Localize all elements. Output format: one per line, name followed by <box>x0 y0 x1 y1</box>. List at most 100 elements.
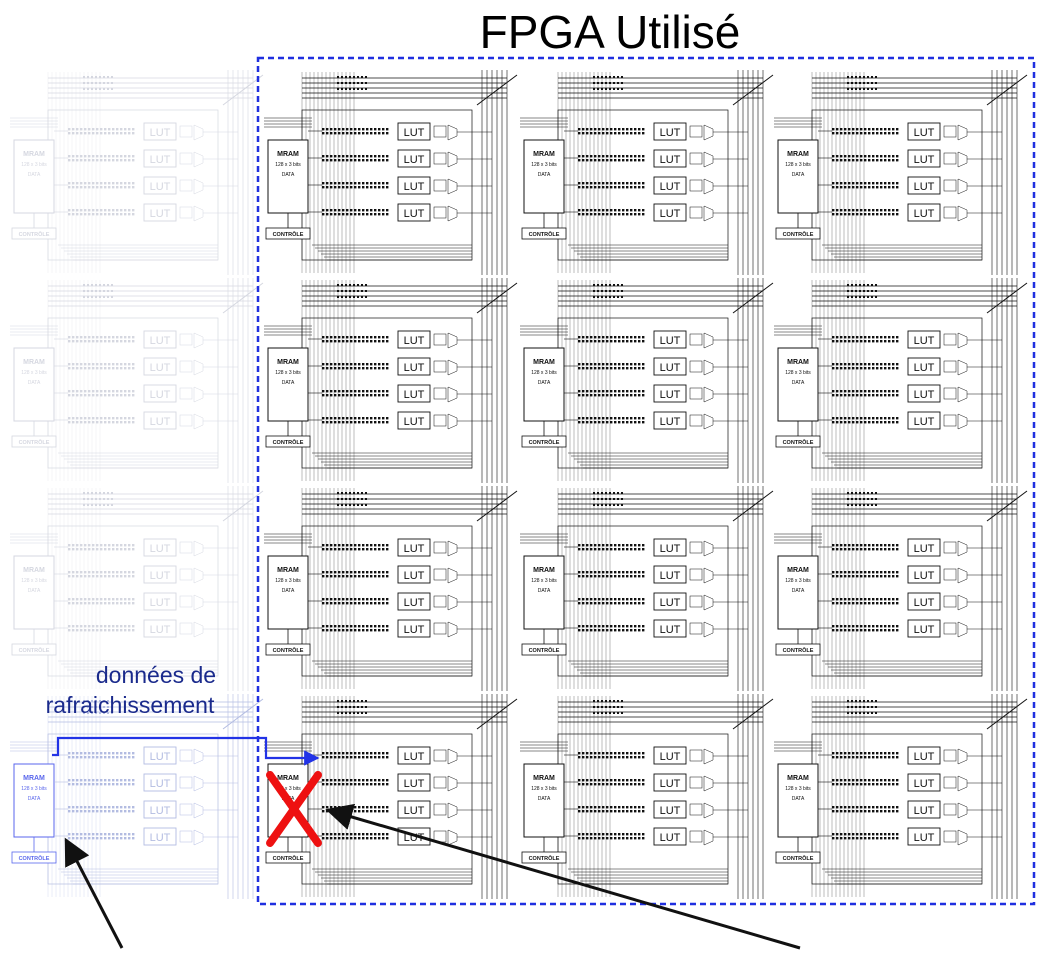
lut-label: LUT <box>150 624 171 636</box>
control-label: CONTRÔLE <box>19 230 50 238</box>
lut-label: LUT <box>660 208 681 220</box>
mram-data: DATA <box>538 380 551 386</box>
lut-label: LUT <box>150 127 171 139</box>
mram-name: MRAM <box>533 567 555 574</box>
spare-pointer-arrow <box>66 840 122 948</box>
diagram-title: FPGA Utilisé <box>480 6 741 58</box>
lut-label: LUT <box>660 570 681 582</box>
lut-label: LUT <box>914 832 935 844</box>
mram-data: DATA <box>538 796 551 802</box>
mram-size: 128 x 3 bits <box>531 578 557 584</box>
lut-label: LUT <box>150 335 171 347</box>
mram-size: 128 x 3 bits <box>785 370 811 376</box>
lut-label: LUT <box>914 543 935 555</box>
mram-size: 128 x 3 bits <box>21 370 47 376</box>
lut-label: LUT <box>660 832 681 844</box>
mram-name: MRAM <box>23 151 45 158</box>
tile-r4-c0: MRAM128 x 3 bitsDATACONTRÔLELUTLUTLUTLUT <box>10 694 263 899</box>
control-label: CONTRÔLE <box>273 854 304 862</box>
mram-name: MRAM <box>787 151 809 158</box>
lut-label: LUT <box>404 805 425 817</box>
mram-name: MRAM <box>277 775 299 782</box>
lut-label: LUT <box>404 416 425 428</box>
lut-label: LUT <box>404 570 425 582</box>
control-label: CONTRÔLE <box>273 438 304 446</box>
mram-data: DATA <box>538 172 551 178</box>
lut-label: LUT <box>404 127 425 139</box>
lut-label: LUT <box>914 751 935 763</box>
lut-label: LUT <box>914 597 935 609</box>
refresh-label-line2: rafraichissement <box>46 692 215 718</box>
tile-r3-c2: MRAM128 x 3 bitsDATACONTRÔLELUTLUTLUTLUT <box>520 486 773 691</box>
lut-label: LUT <box>404 751 425 763</box>
lut-label: LUT <box>150 805 171 817</box>
mram-data: DATA <box>792 796 805 802</box>
lut-label: LUT <box>150 832 171 844</box>
mram-size: 128 x 3 bits <box>785 786 811 792</box>
mram-size: 128 x 3 bits <box>531 162 557 168</box>
mram-name: MRAM <box>23 567 45 574</box>
lut-label: LUT <box>914 362 935 374</box>
lut-label: LUT <box>404 543 425 555</box>
lut-label: LUT <box>404 389 425 401</box>
lut-label: LUT <box>404 335 425 347</box>
mram-name: MRAM <box>533 151 555 158</box>
lut-label: LUT <box>914 181 935 193</box>
lut-label: LUT <box>404 597 425 609</box>
mram-name: MRAM <box>277 359 299 366</box>
mram-size: 128 x 3 bits <box>275 162 301 168</box>
control-label: CONTRÔLE <box>529 646 560 654</box>
mram-name: MRAM <box>23 775 45 782</box>
mram-size: 128 x 3 bits <box>21 162 47 168</box>
lut-label: LUT <box>914 416 935 428</box>
mram-name: MRAM <box>23 359 45 366</box>
mram-size: 128 x 3 bits <box>785 162 811 168</box>
tile-r2-c1: MRAM128 x 3 bitsDATACONTRÔLELUTLUTLUTLUT <box>264 278 517 483</box>
control-label: CONTRÔLE <box>19 646 50 654</box>
mram-name: MRAM <box>787 775 809 782</box>
control-label: CONTRÔLE <box>529 438 560 446</box>
lut-label: LUT <box>914 335 935 347</box>
mram-data: DATA <box>538 588 551 594</box>
lut-label: LUT <box>914 208 935 220</box>
lut-label: LUT <box>150 416 171 428</box>
tile-grid: MRAM128 x 3 bitsDATACONTRÔLELUTLUTLUTLUT… <box>10 70 1027 899</box>
lut-label: LUT <box>660 778 681 790</box>
mram-size: 128 x 3 bits <box>531 370 557 376</box>
mram-data: DATA <box>28 796 41 802</box>
mram-name: MRAM <box>533 359 555 366</box>
mram-name: MRAM <box>277 151 299 158</box>
lut-label: LUT <box>660 335 681 347</box>
lut-label: LUT <box>660 543 681 555</box>
lut-label: LUT <box>150 570 171 582</box>
mram-data: DATA <box>282 380 295 386</box>
mram-size: 128 x 3 bits <box>785 578 811 584</box>
control-label: CONTRÔLE <box>273 646 304 654</box>
lut-label: LUT <box>404 624 425 636</box>
lut-label: LUT <box>914 154 935 166</box>
mram-data: DATA <box>792 380 805 386</box>
lut-label: LUT <box>150 778 171 790</box>
tile-r3-c3: MRAM128 x 3 bitsDATACONTRÔLELUTLUTLUTLUT <box>774 486 1027 691</box>
control-label: CONTRÔLE <box>529 230 560 238</box>
mram-name: MRAM <box>787 567 809 574</box>
lut-label: LUT <box>914 570 935 582</box>
mram-data: DATA <box>28 172 41 178</box>
control-label: CONTRÔLE <box>19 438 50 446</box>
control-label: CONTRÔLE <box>529 854 560 862</box>
lut-label: LUT <box>404 208 425 220</box>
mram-name: MRAM <box>277 567 299 574</box>
tile-r1-c0: MRAM128 x 3 bitsDATACONTRÔLELUTLUTLUTLUT <box>10 70 263 275</box>
lut-label: LUT <box>660 362 681 374</box>
lut-label: LUT <box>150 543 171 555</box>
lut-label: LUT <box>914 778 935 790</box>
mram-size: 128 x 3 bits <box>531 786 557 792</box>
control-label: CONTRÔLE <box>783 646 814 654</box>
lut-label: LUT <box>660 181 681 193</box>
lut-label: LUT <box>914 389 935 401</box>
